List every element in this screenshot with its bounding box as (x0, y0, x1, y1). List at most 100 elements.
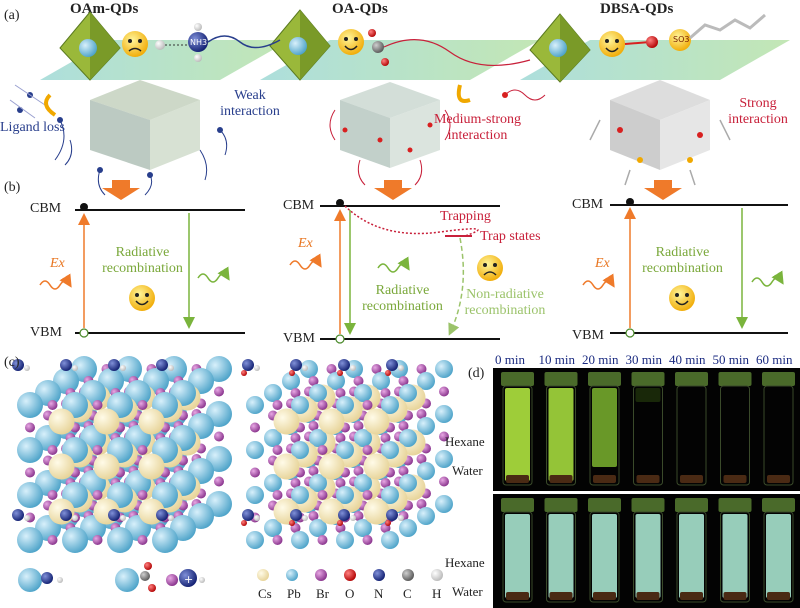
legend-label-n: N (374, 586, 384, 601)
so3-group (669, 13, 766, 51)
time-label: 0 min (495, 352, 525, 367)
sad-face-icon (477, 255, 503, 281)
legend-label-cs: Cs (258, 586, 272, 601)
time-label: 40 min (669, 352, 706, 367)
panel-label-d: (d) (468, 366, 485, 381)
legend-atom-h (431, 569, 443, 581)
cbm-label-left: CBM (30, 201, 62, 216)
down-arrow-dbsa (644, 180, 682, 200)
time-label: 50 min (712, 352, 749, 367)
legend-label-br: Br (316, 586, 330, 601)
ligand-loss-arrow (44, 93, 57, 117)
time-label: 30 min (625, 352, 662, 367)
vbm-label-middle: VBM (283, 331, 315, 346)
pb-octahedron-dbsa (529, 13, 591, 83)
medium-interaction-arrow (456, 84, 471, 103)
legend-atom-n (373, 569, 385, 581)
trap-states-label: Trap states (480, 229, 541, 244)
panel-label-a: (a) (4, 8, 20, 23)
happy-face-icon-oa (338, 29, 364, 55)
surface-plane-oa (260, 40, 540, 80)
photo-bottom-row (493, 494, 800, 608)
panel-label-c: (c) (4, 355, 20, 370)
emission-wave-left (197, 266, 230, 283)
legend-label-h: H (432, 586, 441, 601)
so3-label: SO3 (673, 35, 690, 44)
non-radiative-path (448, 237, 465, 336)
hole-left (79, 328, 89, 338)
electron-left (80, 203, 88, 211)
time-label: 10 min (538, 352, 575, 367)
legend-atom-pb (286, 569, 298, 581)
legend-label-o: O (345, 586, 354, 601)
hole-middle (335, 334, 345, 344)
oam-qd-cube (9, 80, 228, 196)
detached-oa-ligand (502, 89, 546, 101)
legend-label-c: C (403, 586, 412, 601)
legend-label-pb: Pb (287, 586, 301, 601)
h-atom-oam (155, 40, 165, 50)
legend-atom-cs (257, 569, 269, 581)
happy-face-icon-dbsa (599, 31, 625, 57)
panel-label-b: (b) (4, 180, 21, 195)
emission-wave-middle (377, 256, 410, 273)
oa-qds-title: OA-QDs (332, 1, 388, 17)
element-legend: Cs Pb Br O N C H (255, 565, 465, 605)
legend-atom-br (315, 569, 327, 581)
ex-label-left: Ex (50, 256, 65, 271)
time-labels: 0 min 10 min 20 min 30 min 40 min 50 min 60 mi… (495, 352, 800, 368)
cbm-label-right: CBM (572, 197, 604, 212)
electron-middle (336, 199, 344, 207)
oam-qds-title: OAm-QDs (70, 1, 139, 17)
trapping-label: Trapping (440, 209, 491, 224)
dbsa-qds-title: DBSA-QDs (600, 1, 674, 17)
crystal-structure-oam (12, 356, 232, 553)
legend-atom-c (402, 569, 414, 581)
time-label: 60 min (756, 352, 793, 367)
pb-octahedron-oa (269, 9, 331, 81)
ex-label-middle: Ex (298, 236, 313, 251)
nh3-group (188, 23, 281, 62)
hexane-label-top: Hexane (445, 434, 485, 449)
hole-right (625, 328, 635, 338)
photo-top-row (493, 368, 800, 491)
electron-right (626, 198, 634, 206)
crystal-structure-dbsa (241, 359, 453, 549)
trapping-path (344, 205, 479, 237)
down-arrow-oam (102, 180, 140, 200)
hexane-label-bottom: Hexane (445, 555, 485, 570)
excitation-wave-left (39, 273, 72, 290)
time-label: 20 min (582, 352, 619, 367)
legend-molecule-oa (115, 562, 156, 592)
sulfonate-bond (624, 41, 651, 45)
vbm-label-left: VBM (30, 325, 62, 340)
cbm-label-middle: CBM (283, 198, 315, 213)
happy-face-icon-band-right (669, 285, 695, 311)
svg-text:+: + (184, 573, 193, 586)
water-label-bottom: Water (452, 584, 483, 599)
dbsa-qd-cube (589, 80, 731, 186)
carboxyl-group (368, 29, 531, 67)
o-atom-dbsa (646, 36, 658, 48)
water-label-top: Water (452, 463, 483, 478)
worried-face-icon (122, 31, 148, 57)
excitation-wave-right (582, 273, 615, 290)
down-arrow-oa (374, 180, 412, 200)
nh3-label: NH3 (190, 38, 208, 47)
legend-atom-o (344, 569, 356, 581)
emission-wave-right (751, 270, 784, 287)
excitation-wave-middle (289, 253, 322, 270)
ex-label-right: Ex (595, 256, 610, 271)
pb-octahedron-oam (59, 11, 121, 81)
legend-molecule-dbsa: + (166, 569, 205, 587)
oa-qd-cube (329, 82, 451, 186)
ligand-loss-label: Ligand loss (0, 120, 65, 135)
happy-face-icon-band-left (129, 285, 155, 311)
